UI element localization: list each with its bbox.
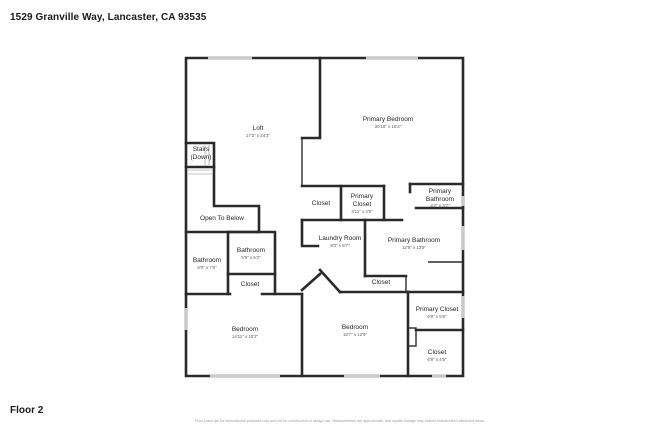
room-name: Closet bbox=[353, 201, 372, 208]
room-dimensions: 8'0" x 8'7" bbox=[330, 243, 350, 248]
room-bedroom-left: Bedroom 14'11" x 10'2" bbox=[232, 326, 259, 339]
room-loft: Loft 17'2" x 24'3" bbox=[246, 125, 271, 138]
room-name: Bedroom bbox=[342, 324, 368, 331]
room-open-to-below: Open To Below bbox=[200, 215, 244, 222]
room-closet-a: Closet bbox=[312, 200, 331, 207]
room-dimensions: 12'6" x 13'9" bbox=[402, 245, 427, 250]
room-name: Laundry Room bbox=[319, 235, 362, 242]
room-name: Closet bbox=[241, 281, 260, 288]
room-dimensions: 13'7" x 12'9" bbox=[343, 332, 368, 337]
disclaimer-text: Floor plans are for informational purpos… bbox=[195, 419, 485, 423]
room-name: Closet bbox=[372, 279, 391, 286]
room-dimensions: 14'11" x 10'2" bbox=[232, 334, 259, 339]
room-laundry: Laundry Room 8'0" x 8'7" bbox=[319, 235, 362, 248]
room-name: Primary Bedroom bbox=[363, 116, 414, 123]
room-name: Bathroom bbox=[237, 247, 265, 254]
room-closet-b: Closet bbox=[241, 281, 260, 288]
room-name: Bathroom bbox=[426, 196, 454, 203]
room-dimensions: 20'10" x 16'2" bbox=[375, 124, 402, 129]
room-primary-closet-small: Primary Closet 4'11" x 4'6" bbox=[351, 193, 374, 214]
room-bathroom-left: Bathroom 5'0" x 7'6" bbox=[193, 257, 221, 270]
room-name: Closet bbox=[312, 200, 331, 207]
room-name: Primary bbox=[351, 193, 374, 200]
floor-label: Floor 2 bbox=[10, 405, 44, 416]
room-name: Stairs bbox=[193, 146, 210, 153]
interior-walls bbox=[184, 56, 465, 378]
room-stairs: Stairs (Down) bbox=[191, 146, 212, 161]
room-name: Primary Closet bbox=[416, 306, 459, 313]
room-primary-bedroom: Primary Bedroom 20'10" x 16'2" bbox=[363, 116, 414, 129]
room-name: (Down) bbox=[191, 154, 212, 161]
room-dimensions: 4'11" x 4'6" bbox=[351, 209, 373, 214]
room-name: Primary Bathroom bbox=[388, 237, 440, 244]
room-name: Closet bbox=[428, 349, 447, 356]
room-name: Bathroom bbox=[193, 257, 221, 264]
room-primary-bathroom-small: Primary Bathroom 4'2" x 3'7" bbox=[426, 188, 454, 208]
room-name: Open To Below bbox=[200, 215, 244, 222]
room-dimensions: 4'2" x 3'7" bbox=[430, 203, 450, 208]
room-dimensions: 5'0" x 7'6" bbox=[197, 265, 217, 270]
stair-treads bbox=[188, 145, 212, 175]
room-dimensions: 5'9" x 5'2" bbox=[241, 255, 261, 260]
windows bbox=[184, 56, 465, 378]
room-name: Bedroom bbox=[232, 326, 258, 333]
room-bedroom-mid: Bedroom 13'7" x 12'9" bbox=[342, 324, 368, 337]
room-primary-closet: Primary Closet 6'9" x 5'8" bbox=[416, 306, 459, 319]
room-name: Primary bbox=[429, 188, 452, 195]
room-closet-d: Closet 6'9" x 4'5" bbox=[427, 349, 447, 362]
room-dimensions: 6'9" x 4'5" bbox=[427, 357, 447, 362]
property-address: 1529 Granville Way, Lancaster, CA 93535 bbox=[10, 12, 207, 23]
room-primary-bathroom: Primary Bathroom 12'6" x 13'9" bbox=[388, 237, 440, 250]
room-bathroom-mid: Bathroom 5'9" x 5'2" bbox=[237, 247, 265, 260]
room-closet-c: Closet bbox=[372, 279, 391, 286]
room-dimensions: 17'2" x 24'3" bbox=[246, 133, 271, 138]
room-name: Loft bbox=[253, 125, 264, 132]
room-dimensions: 6'9" x 5'8" bbox=[427, 314, 447, 319]
